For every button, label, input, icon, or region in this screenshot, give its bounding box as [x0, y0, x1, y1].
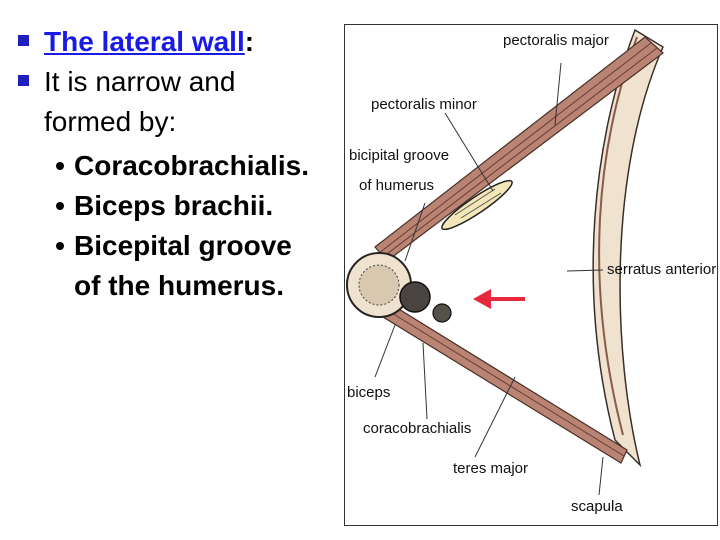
list-item-text: Biceps brachii.: [74, 190, 274, 221]
label-pectoralis-major: pectoralis major: [503, 32, 609, 49]
heading-line: The lateral wall:: [18, 22, 348, 62]
label-of-humerus: of humerus: [359, 177, 434, 194]
label-coracobrachialis: coracobrachialis: [363, 420, 471, 437]
label-bicipital-groove: bicipital groove: [349, 147, 449, 164]
heading-colon: :: [244, 26, 255, 57]
list-item: Biceps brachii.: [18, 186, 348, 226]
label-serratus-anterior: serratus anterior: [607, 261, 716, 278]
vessel-large-shape: [399, 281, 431, 313]
label-pectoralis-minor: pectoralis minor: [371, 96, 477, 113]
structures-list: Coracobrachialis. Biceps brachii. Bicepi…: [18, 146, 348, 306]
intro-text-2: formed by:: [44, 106, 177, 137]
dot-bullet-icon: [56, 202, 64, 210]
dot-bullet-icon: [56, 242, 64, 250]
intro-text-1: It is narrow and: [44, 66, 236, 97]
square-bullet-icon: [18, 35, 29, 46]
square-bullet-icon: [18, 75, 29, 86]
dot-bullet-icon: [56, 162, 64, 170]
label-teres-major: teres major: [453, 460, 528, 477]
red-arrow-icon: [473, 289, 491, 309]
list-item: Coracobrachialis.: [18, 146, 348, 186]
pectoralis-minor-shape: [441, 179, 513, 231]
slide-text: The lateral wall: It is narrow and forme…: [18, 22, 348, 306]
list-item-text: Bicepital groove: [74, 230, 292, 261]
list-item-text-cont: of the humerus.: [74, 270, 285, 301]
list-item-text: Coracobrachialis.: [74, 150, 309, 181]
heading-lateral-wall[interactable]: The lateral wall: [44, 26, 245, 57]
vessel-small-shape: [432, 303, 452, 323]
list-item: Bicepital groove of the humerus.: [18, 226, 348, 306]
intro-line: It is narrow and formed by:: [18, 62, 348, 142]
label-scapula: scapula: [571, 498, 623, 515]
label-biceps: biceps: [347, 384, 390, 401]
diagram-svg: pectoralis major pectoralis minor bicipi…: [346, 28, 716, 515]
axilla-cross-section-diagram: pectoralis major pectoralis minor bicipi…: [344, 24, 718, 526]
scapula-shape: [592, 28, 664, 468]
